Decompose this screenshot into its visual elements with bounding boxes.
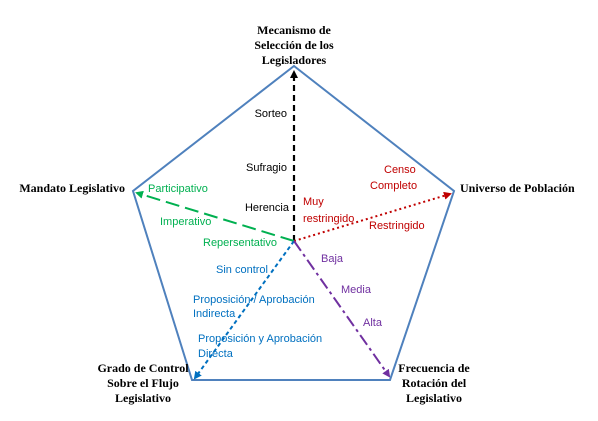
- axis-top-labels: Sorteo Sufragio Herencia: [245, 108, 290, 214]
- vertex-top-line-2: Selección de los: [254, 38, 334, 52]
- axis-top-label-herencia: Herencia: [245, 202, 290, 214]
- vertex-top-line-3: Legisladores: [262, 53, 327, 67]
- axis-right-label-restringido: Restringido: [369, 220, 425, 232]
- axis-right-label-restringido-2: restringido: [303, 213, 354, 225]
- axis-bottom-left-label-indirecta-2: Indirecta: [193, 308, 236, 320]
- axis-bottom-left-label-directa-1: Proposición y Aprobación: [198, 333, 322, 345]
- axis-bottom-right-label-baja: Baja: [321, 253, 344, 265]
- vertex-right-line-1: Universo de Población: [460, 181, 575, 195]
- axis-bottom-right-label-media: Media: [341, 284, 372, 296]
- axis-bottom-left-label-indirecta-1: Proposición / Aprobación: [193, 294, 315, 306]
- axis-left-label-repersentativo: Repersentativo: [203, 237, 277, 249]
- axis-right: [293, 191, 452, 242]
- axis-left-label-imperativo: Imperativo: [160, 216, 211, 228]
- vertex-bottom-left-line-1: Grado de Control: [97, 361, 189, 375]
- vertex-left-line-1: Mandato Legislativo: [19, 181, 125, 195]
- axis-right-labels: Censo Completo Restringido Muy restringi…: [303, 164, 425, 232]
- vertex-label-left: Mandato Legislativo: [19, 181, 125, 195]
- axis-left-label-participativo: Participativo: [148, 183, 208, 195]
- pentagon-outline: [131, 64, 456, 381]
- vertex-bottom-right-line-2: Rotación del: [402, 376, 467, 390]
- vertex-label-bottom-left: Grado de Control Sobre el Flujo Legislat…: [97, 361, 189, 405]
- vertex-bottom-right-line-1: Frecuencia de: [398, 361, 470, 375]
- axis-top-label-sorteo: Sorteo: [255, 108, 287, 120]
- axis-bottom-right: [293, 240, 391, 378]
- vertex-bottom-left-line-3: Legislativo: [115, 391, 171, 405]
- vertex-label-right: Universo de Población: [460, 181, 575, 195]
- axis-top-label-sufragio: Sufragio: [246, 162, 287, 174]
- vertex-label-bottom-right: Frecuencia de Rotación del Legislativo: [398, 361, 470, 405]
- axis-bottom-left-label-directa-2: Directa: [198, 348, 234, 360]
- axis-bottom-left-labels: Sin control Proposición / Aprobación Ind…: [193, 264, 322, 360]
- axis-right-label-muy: Muy: [303, 196, 324, 208]
- axis-right-label-censo: Censo: [384, 164, 416, 176]
- axis-bottom-left-label-sin-control: Sin control: [216, 264, 268, 276]
- axis-right-label-completo: Completo: [370, 180, 417, 192]
- axis-left: [135, 190, 295, 242]
- vertex-label-top: Mecanismo de Selección de los Legislador…: [254, 23, 334, 67]
- axis-left-labels: Participativo Imperativo Repersentativo: [148, 183, 277, 249]
- vertex-bottom-right-line-3: Legislativo: [406, 391, 462, 405]
- axis-bottom-right-label-alta: Alta: [363, 317, 383, 329]
- axis-bottom-left: [193, 240, 295, 380]
- vertex-bottom-left-line-2: Sobre el Flujo: [107, 376, 179, 390]
- axis-bottom-right-labels: Baja Media Alta: [321, 253, 383, 329]
- vertex-top-line-1: Mecanismo de: [257, 23, 331, 37]
